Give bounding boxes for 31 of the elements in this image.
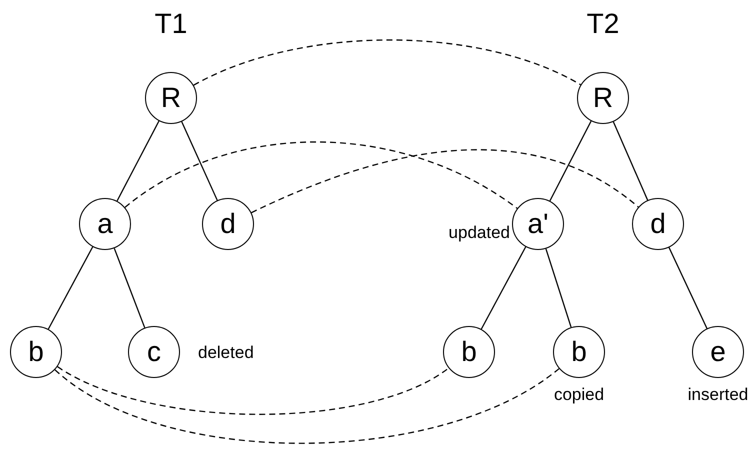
tree-node: a'	[512, 198, 564, 250]
tree-node: b	[10, 326, 62, 378]
tree-branch	[668, 247, 708, 329]
tree-node: R	[145, 72, 197, 124]
mapping-line	[193, 39, 581, 86]
tree-node: a	[79, 198, 131, 250]
tree-branch	[114, 248, 146, 328]
tree-node: b	[553, 326, 605, 378]
tree-node: e	[692, 326, 744, 378]
tree-branch	[181, 121, 218, 201]
tree-branch	[480, 246, 526, 330]
annotation-text: updated	[448, 222, 510, 244]
tree-title: T2	[586, 10, 620, 38]
annotation-text: inserted	[688, 384, 748, 406]
annotation-text: copied	[554, 384, 604, 406]
tree-node: b	[443, 326, 495, 378]
tree-node: d	[632, 198, 684, 250]
mapping-line	[251, 149, 639, 214]
tree-node: c	[128, 326, 180, 378]
tree-branch	[545, 248, 572, 328]
tree-node: d	[202, 198, 254, 250]
tree-branch	[116, 120, 160, 202]
tree-branch	[549, 120, 592, 202]
mapping-line	[54, 368, 560, 444]
mapping-line	[57, 366, 449, 415]
tree-branch	[48, 246, 94, 330]
annotation-text: deleted	[198, 342, 254, 364]
mapping-line	[124, 141, 518, 209]
tree-branch	[612, 122, 648, 200]
tree-title: T1	[154, 10, 188, 38]
tree-node: R	[577, 72, 629, 124]
